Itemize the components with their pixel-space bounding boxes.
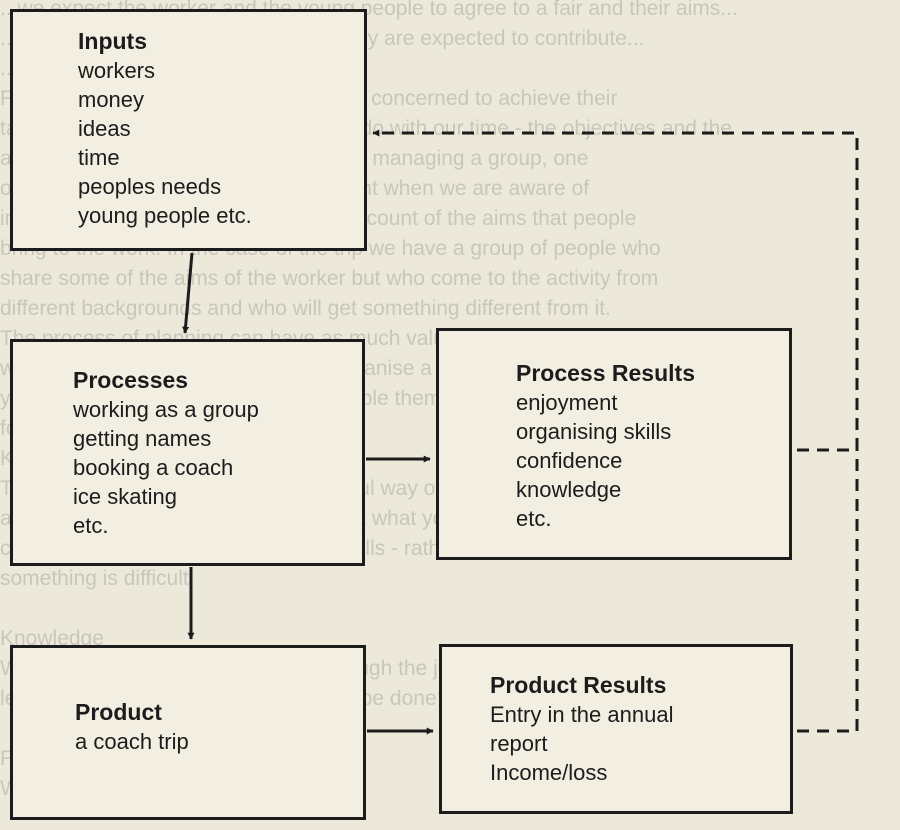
processes-item: booking a coach bbox=[73, 455, 234, 480]
product-results-item: Income/loss bbox=[490, 760, 608, 785]
feedback-dashed-line bbox=[372, 129, 859, 452]
background-text-line: different backgrounds and who will get s… bbox=[0, 297, 611, 320]
process-results-item: etc. bbox=[516, 506, 552, 531]
background-text-line: Knowledge bbox=[0, 627, 104, 650]
process-results-list: enjoyment organising skills confidence know… bbox=[516, 388, 789, 533]
processes-box: Processes working as a group getting name… bbox=[10, 339, 365, 566]
processes-title: Processes bbox=[73, 367, 189, 393]
process-results-item: confidence bbox=[516, 448, 623, 473]
process-results-item: enjoyment bbox=[516, 390, 618, 415]
feedback-dashed-line-product bbox=[797, 450, 859, 733]
processes-item: getting names bbox=[73, 426, 212, 451]
product-results-item: Entry in the annual bbox=[490, 702, 674, 727]
arrow-inputs-to-processes bbox=[182, 252, 194, 334]
process-results-item: organising skills bbox=[516, 419, 672, 444]
inputs-item: money bbox=[78, 87, 145, 112]
inputs-list: workers money ideas time peoples needs young … bbox=[78, 56, 364, 230]
product-item: a coach trip bbox=[75, 729, 189, 754]
product-results-item: report bbox=[490, 731, 548, 756]
processes-item: etc. bbox=[73, 513, 109, 538]
background-text-line: something is difficult. bbox=[0, 567, 195, 590]
product-list: a coach trip bbox=[75, 727, 363, 756]
product-box: Product a coach trip bbox=[10, 645, 366, 820]
inputs-box: Inputs workers money ideas time peoples need… bbox=[10, 9, 367, 251]
product-results-box: Product Results Entry in the annual repor… bbox=[439, 644, 793, 814]
processes-item: ice skating bbox=[73, 484, 177, 509]
processes-list: working as a group getting names booking a… bbox=[73, 395, 362, 540]
product-title: Product bbox=[75, 699, 162, 725]
product-results-title: Product Results bbox=[490, 672, 667, 698]
inputs-item: peoples needs bbox=[78, 174, 222, 199]
process-results-item: knowledge bbox=[516, 477, 622, 502]
inputs-item: workers bbox=[78, 58, 156, 83]
inputs-title: Inputs bbox=[78, 28, 147, 54]
processes-item: working as a group bbox=[73, 397, 259, 422]
process-results-title: Process Results bbox=[516, 360, 695, 386]
inputs-item: ideas bbox=[78, 116, 131, 141]
inputs-item: young people etc. bbox=[78, 203, 252, 228]
background-text-line: share some of the aims of the worker but… bbox=[0, 267, 659, 290]
inputs-item: time bbox=[78, 145, 120, 170]
process-results-box: Process Results enjoyment organising skil… bbox=[436, 328, 792, 560]
